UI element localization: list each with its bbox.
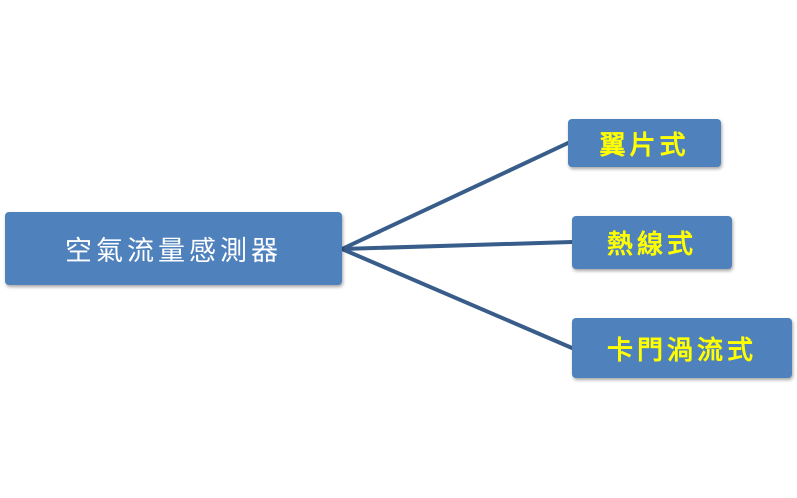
child-node-label: 翼片式: [599, 130, 690, 161]
child-node-hot-wire-type: 熱線式: [572, 216, 732, 269]
root-node-label: 空氣流量感測器: [65, 236, 282, 267]
connector-to-hot-wire-type: [340, 240, 574, 251]
child-node-vane-type: 翼片式: [568, 119, 721, 167]
root-node-air-flow-sensor: 空氣流量感測器: [5, 212, 342, 285]
connector-to-vane-type: [340, 141, 570, 251]
child-node-karman-vortex-type: 卡門渦流式: [572, 318, 792, 378]
child-node-label: 熱線式: [606, 230, 697, 260]
connector-to-karman-vortex-type: [340, 247, 574, 350]
child-node-label: 卡門渦流式: [606, 335, 757, 366]
